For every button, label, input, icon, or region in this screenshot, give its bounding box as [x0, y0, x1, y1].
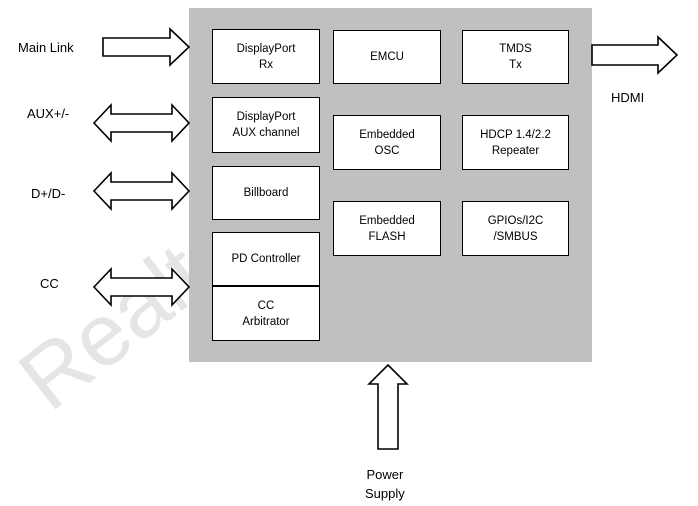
- arrow-hdmi: [591, 35, 679, 75]
- block-pd-controller: PD Controller: [212, 232, 320, 286]
- label-aux: AUX+/-: [27, 106, 70, 121]
- arrow-main-link: [102, 27, 191, 67]
- label-dpdm: D+/D-: [31, 186, 66, 201]
- arrow-power: [367, 363, 409, 450]
- block-embedded-flash: Embedded FLASH: [333, 201, 441, 256]
- block-embedded-osc: Embedded OSC: [333, 115, 441, 170]
- block-tmds-tx: TMDS Tx: [462, 30, 569, 84]
- block-emcu: EMCU: [333, 30, 441, 84]
- label-power-supply: Power Supply: [365, 467, 405, 501]
- arrow-dpdm: [92, 170, 191, 212]
- block-displayport-rx: DisplayPort Rx: [212, 29, 320, 84]
- arrow-aux: [92, 102, 191, 144]
- label-hdmi: HDMI: [611, 90, 645, 105]
- block-billboard: Billboard: [212, 166, 320, 220]
- label-cc: CC: [40, 276, 59, 291]
- block-hdcp-repeater: HDCP 1.4/2.2 Repeater: [462, 115, 569, 170]
- block-gpio-i2c-smbus: GPIOs/I2C /SMBUS: [462, 201, 569, 256]
- arrow-cc: [92, 266, 191, 308]
- block-cc-arbitrator: CC Arbitrator: [212, 286, 320, 341]
- block-displayport-aux: DisplayPort AUX channel: [212, 97, 320, 153]
- label-main-link: Main Link: [18, 40, 74, 55]
